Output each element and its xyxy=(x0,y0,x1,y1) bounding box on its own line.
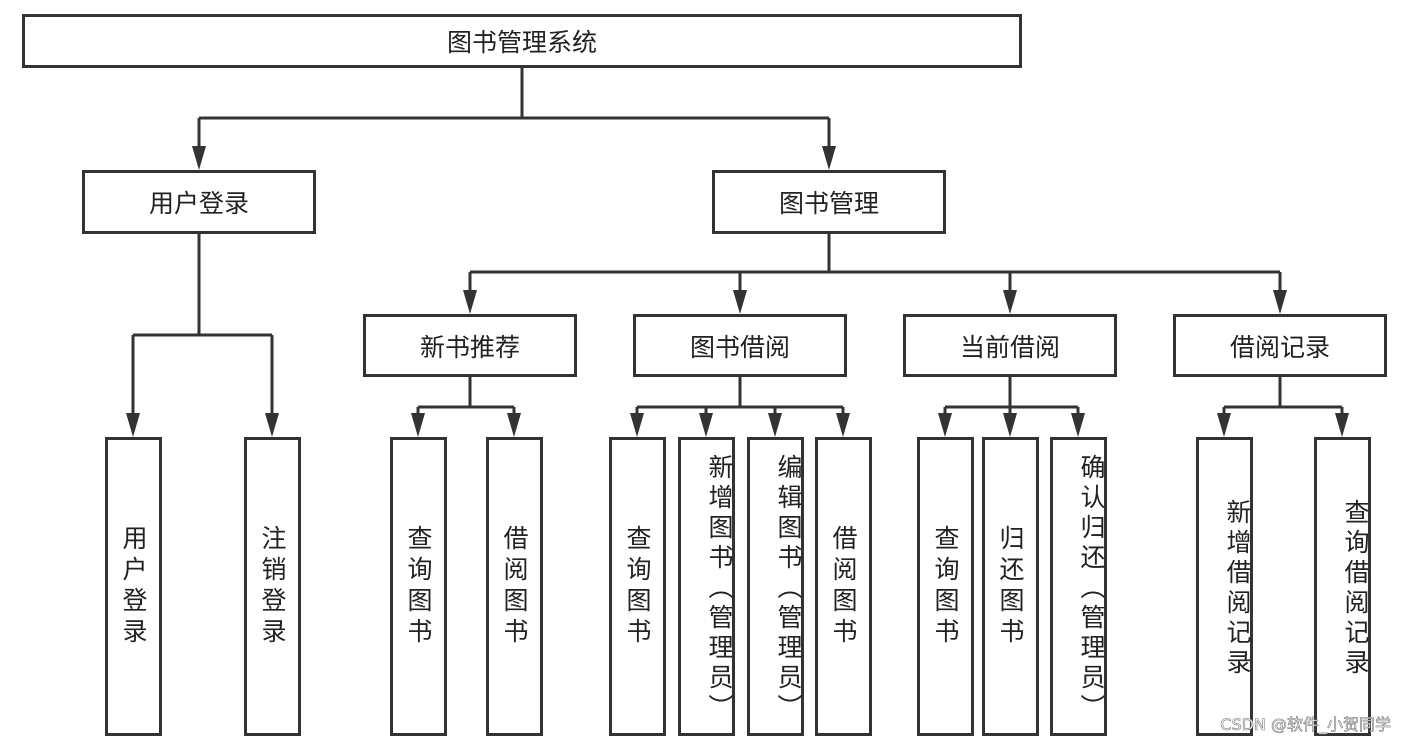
submodule-box: 图书借阅 xyxy=(633,314,847,377)
watermark: CSDN @软件_小贺同学 xyxy=(1220,715,1391,735)
leaf-box-label: 查询图书 xyxy=(931,524,960,649)
root-box-library-system-label: 图书管理系统 xyxy=(446,28,597,57)
leaf-box-label: 用户登录 xyxy=(119,524,148,649)
leaf-box: 查询图书 xyxy=(917,437,974,736)
arrowhead-icon xyxy=(463,290,477,314)
leaf-box: 注销登录 xyxy=(244,437,301,736)
arrowhead-icon xyxy=(507,413,521,437)
arrowhead-icon xyxy=(1217,413,1231,437)
arrowhead-icon xyxy=(265,413,279,437)
module-user-login: 用户登录 xyxy=(82,170,316,234)
submodule-box-label: 图书借阅 xyxy=(689,332,790,362)
submodule-box: 新书推荐 xyxy=(363,314,577,377)
leaf-box-label: 查询图书 xyxy=(623,524,652,649)
arrowhead-icon xyxy=(768,413,782,437)
arrowhead-icon xyxy=(630,413,644,437)
arrowhead-icon xyxy=(836,413,850,437)
leaf-box: 编辑图书（管理员） xyxy=(747,437,804,736)
arrowhead-icon xyxy=(733,290,747,314)
arrowhead-icon xyxy=(411,413,425,437)
arrowhead-icon xyxy=(1003,290,1017,314)
submodule-box-label: 新书推荐 xyxy=(419,332,520,362)
leaf-box-label: 查询借阅记录 xyxy=(1341,498,1370,679)
root-box-library-system: 图书管理系统 xyxy=(22,14,1022,68)
arrowhead-icon xyxy=(1003,413,1017,437)
leaf-box: 新增图书（管理员） xyxy=(678,437,735,736)
module-book-management: 图书管理 xyxy=(712,170,946,234)
arrowhead-icon xyxy=(1273,290,1287,314)
arrowhead-icon xyxy=(822,146,836,170)
leaf-box-label: 借阅图书 xyxy=(829,524,858,649)
leaf-box-label: 编辑图书（管理员） xyxy=(774,453,803,724)
leaf-box: 借阅图书 xyxy=(486,437,543,736)
leaf-box-label: 注销登录 xyxy=(258,524,287,649)
leaf-box: 查询图书 xyxy=(390,437,447,736)
module-user-login-label: 用户登录 xyxy=(148,189,249,218)
arrowhead-icon xyxy=(126,413,140,437)
module-book-management-label: 图书管理 xyxy=(778,189,879,218)
leaf-box: 借阅图书 xyxy=(815,437,872,736)
leaf-box-label: 确认归还（管理员） xyxy=(1077,453,1106,724)
leaf-box-label: 查询图书 xyxy=(404,524,433,649)
arrowhead-icon xyxy=(192,146,206,170)
submodule-box-label: 借阅记录 xyxy=(1229,332,1330,362)
leaf-box: 新增借阅记录 xyxy=(1196,437,1253,736)
leaf-box: 用户登录 xyxy=(105,437,162,736)
leaf-box: 归还图书 xyxy=(982,437,1039,736)
submodule-box: 当前借阅 xyxy=(903,314,1117,377)
leaf-box: 确认归还（管理员） xyxy=(1050,437,1107,736)
arrowhead-icon xyxy=(699,413,713,437)
arrowhead-icon xyxy=(1071,413,1085,437)
arrowhead-icon xyxy=(938,413,952,437)
leaf-box-label: 新增借阅记录 xyxy=(1223,498,1252,679)
leaf-box-label: 借阅图书 xyxy=(500,524,529,649)
submodule-box-label: 当前借阅 xyxy=(959,332,1060,362)
leaf-box-label: 新增图书（管理员） xyxy=(705,453,734,724)
leaf-box: 查询图书 xyxy=(609,437,666,736)
arrowhead-icon xyxy=(1335,413,1349,437)
leaf-box: 查询借阅记录 xyxy=(1314,437,1371,736)
leaf-box-label: 归还图书 xyxy=(996,524,1025,649)
submodule-box: 借阅记录 xyxy=(1173,314,1387,377)
